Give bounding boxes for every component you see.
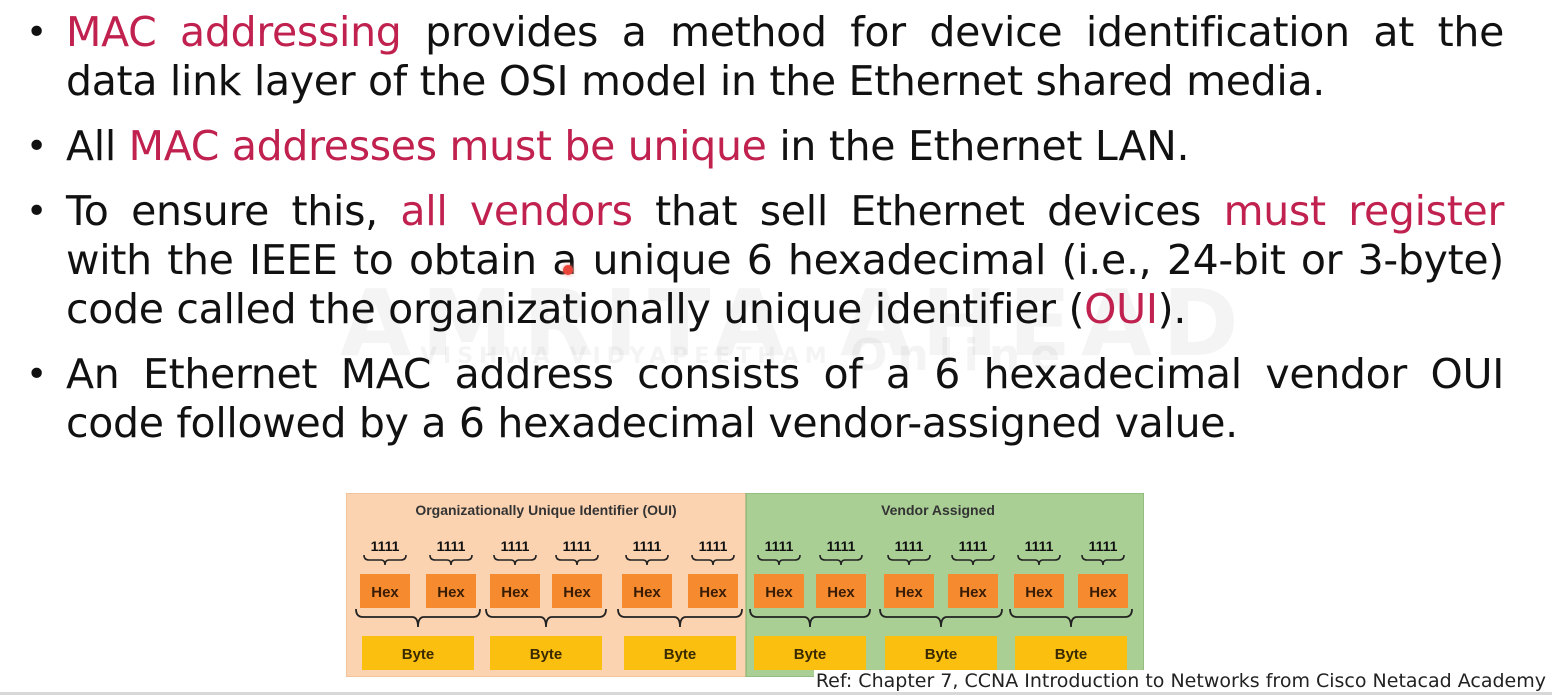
hex-box (884, 574, 934, 608)
bullet-list: • MAC addressing provides a method for de… (24, 8, 1504, 464)
hex-label: Hex (437, 584, 465, 601)
laser-pointer-dot (563, 265, 573, 275)
byte-brace (617, 608, 743, 628)
hex-box (754, 574, 804, 608)
bullet-text: To ensure this, (66, 187, 401, 235)
bullet-text: ). (1157, 285, 1187, 333)
hex-label: Hex (371, 584, 399, 601)
byte-label: Byte (402, 646, 435, 663)
byte-box (885, 636, 997, 670)
nibble-label: 1111 (437, 538, 466, 554)
hex-label: Hex (765, 584, 793, 601)
bullet-dot-icon: • (26, 191, 47, 232)
nibble-label: 1111 (1025, 538, 1054, 554)
nibble-label: 1111 (699, 538, 728, 554)
byte-label: Byte (1055, 646, 1088, 663)
byte-label: Byte (664, 646, 697, 663)
hex-box (1014, 574, 1064, 608)
bullet-text: with the IEEE to obtain a unique 6 hexad… (66, 236, 1504, 333)
mac-address-diagram-svg: Organizationally Unique Identifier (OUI)… (346, 493, 1144, 677)
nibble-label: 1111 (371, 538, 400, 554)
hex-label: Hex (633, 584, 661, 601)
nibble-brace (625, 554, 669, 566)
byte-brace (1009, 608, 1133, 628)
nibble-label: 1111 (895, 538, 924, 554)
vendor-panel-title: Vendor Assigned (881, 502, 995, 518)
byte-brace (355, 608, 481, 628)
byte-box (754, 636, 866, 670)
oui-panel-title: Organizationally Unique Identifier (OUI) (415, 502, 676, 518)
bullet-dot-icon: • (26, 12, 47, 53)
bullet-text: in the Ethernet LAN. (766, 122, 1190, 170)
byte-box (624, 636, 736, 670)
nibble-brace (951, 554, 995, 566)
nibble-brace (493, 554, 537, 566)
byte-box (362, 636, 474, 670)
highlighted-term: MAC addresses must be unique (128, 122, 767, 170)
hex-label: Hex (699, 584, 727, 601)
nibble-label: 1111 (765, 538, 794, 554)
hex-label: Hex (827, 584, 855, 601)
bullet-text: An Ethernet MAC address consists of a 6 … (66, 350, 1504, 447)
nibble-label: 1111 (633, 538, 662, 554)
nibble-label: 1111 (1089, 538, 1118, 554)
hex-label: Hex (501, 584, 529, 601)
hex-box (426, 574, 476, 608)
nibble-label: 1111 (501, 538, 530, 554)
byte-label: Byte (925, 646, 958, 663)
mac-address-diagram: Organizationally Unique Identifier (OUI)… (346, 493, 1144, 677)
nibble-brace (363, 554, 407, 566)
bullet-item: • MAC addressing provides a method for de… (24, 8, 1504, 106)
bullet-dot-icon: • (26, 354, 47, 395)
nibble-brace (1017, 554, 1061, 566)
byte-box (490, 636, 602, 670)
nibble-brace (555, 554, 599, 566)
nibble-label: 1111 (959, 538, 988, 554)
hex-box (360, 574, 410, 608)
nibble-brace (757, 554, 801, 566)
bullet-text: All (66, 122, 129, 170)
bullet-text: provides a method for device identificat… (66, 8, 1504, 105)
hex-label: Hex (1025, 584, 1053, 601)
bullet-dot-icon: • (26, 126, 47, 167)
hex-box (948, 574, 998, 608)
nibble-brace (887, 554, 931, 566)
hex-box (1078, 574, 1128, 608)
nibble-brace (1081, 554, 1125, 566)
hex-box (622, 574, 672, 608)
hex-box (552, 574, 602, 608)
byte-label: Byte (794, 646, 827, 663)
byte-brace (749, 608, 871, 628)
hex-label: Hex (1089, 584, 1117, 601)
bottom-divider (0, 692, 1552, 695)
nibble-brace (691, 554, 735, 566)
nibble-label: 1111 (827, 538, 856, 554)
byte-brace (879, 608, 1003, 628)
hex-label: Hex (563, 584, 591, 601)
hex-label: Hex (895, 584, 923, 601)
highlighted-term: OUI (1084, 285, 1158, 333)
bullet-text: that sell Ethernet devices (632, 187, 1224, 235)
highlighted-term: all vendors (400, 187, 633, 235)
byte-label: Byte (530, 646, 563, 663)
hex-box (688, 574, 738, 608)
hex-box (490, 574, 540, 608)
bullet-item: • An Ethernet MAC address consists of a 6… (24, 350, 1504, 448)
hex-box (816, 574, 866, 608)
nibble-brace (429, 554, 473, 566)
highlighted-term: MAC addressing (66, 8, 402, 56)
hex-label: Hex (959, 584, 987, 601)
nibble-brace (819, 554, 863, 566)
bullet-item: • All MAC addresses must be unique in the… (24, 122, 1504, 171)
nibble-label: 1111 (563, 538, 592, 554)
bullet-item: • To ensure this, all vendors that sell E… (24, 187, 1504, 334)
byte-brace (485, 608, 607, 628)
highlighted-term: must register (1223, 187, 1505, 235)
reference-caption: Ref: Chapter 7, CCNA Introduction to Net… (813, 670, 1548, 692)
byte-box (1015, 636, 1127, 670)
